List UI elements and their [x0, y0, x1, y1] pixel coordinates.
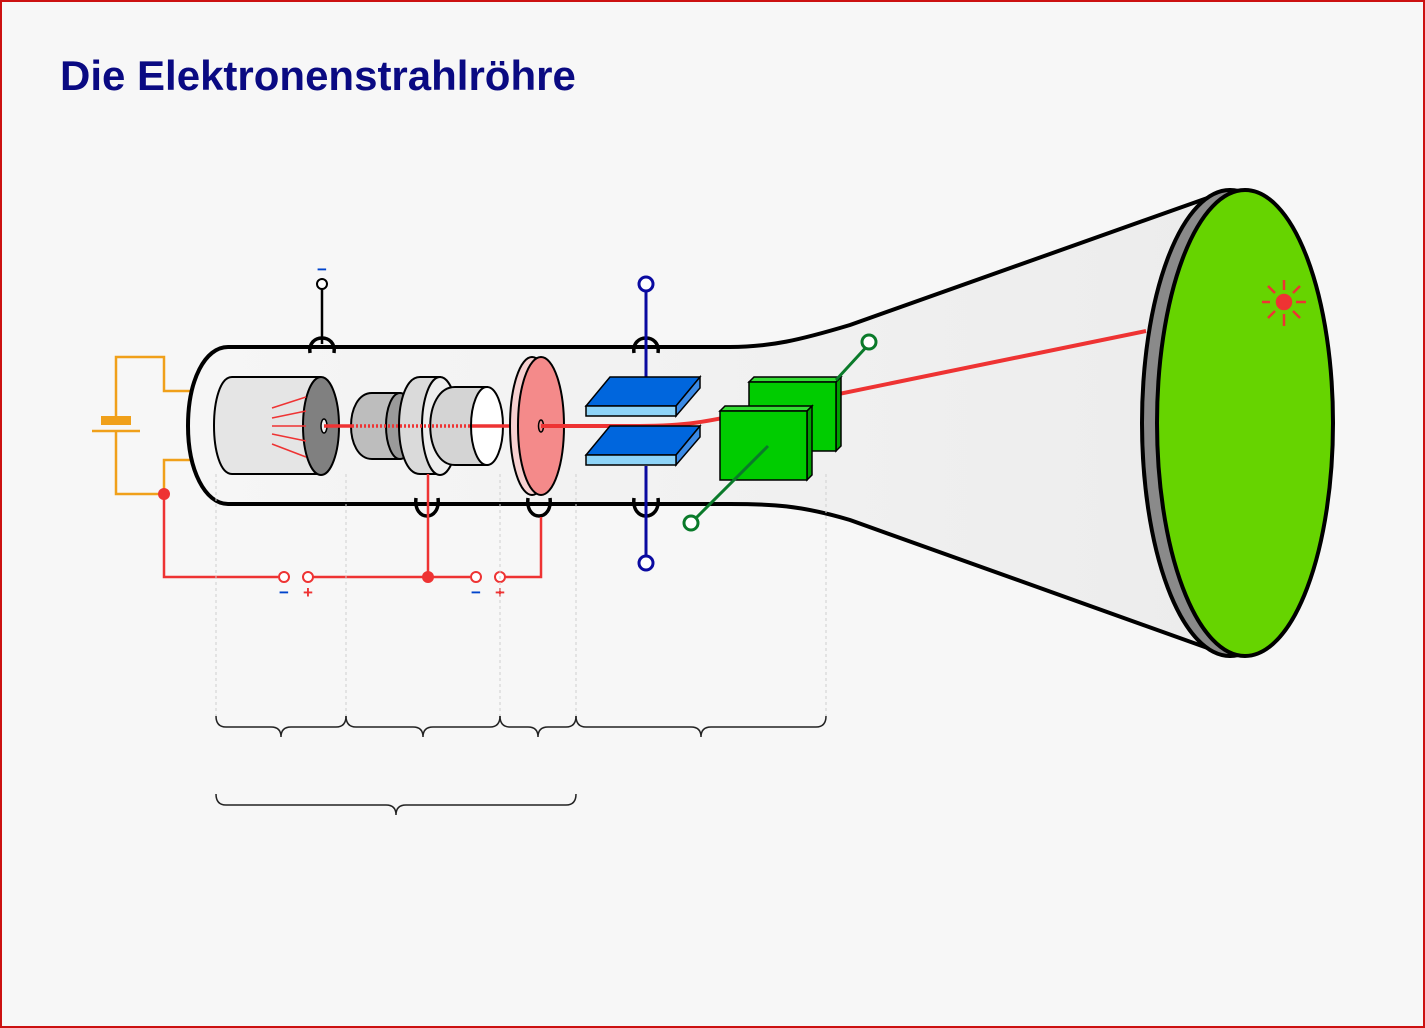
cathode-minus-label: −: [317, 260, 327, 279]
cathode-terminal: [316, 278, 328, 344]
x-deflection-circuit: [682, 333, 878, 532]
brace-focusing: [345, 715, 501, 738]
supply-2-plus-label: +: [495, 583, 505, 602]
cathode-cylinder: [213, 376, 340, 476]
section-guide-lines: [215, 474, 827, 718]
y-deflection-plates: [584, 374, 702, 468]
accelerating-voltage-circuit: [162, 474, 543, 579]
brace-electron-gun: [215, 793, 577, 816]
supply-2-minus-label: −: [471, 583, 481, 602]
brace-anode: [499, 715, 577, 738]
fluorescent-screen: [1140, 188, 1335, 658]
brace-cathode: [215, 715, 347, 738]
light-spot-icon: [1262, 280, 1306, 326]
tube-glass: [186, 188, 1232, 658]
emission-lines: [271, 396, 307, 458]
brace-deflection: [575, 715, 827, 738]
supply-1-plus-label: +: [303, 583, 313, 602]
section-braces: [215, 715, 827, 816]
page-title: Die Elektronenstrahlröhre: [60, 52, 576, 99]
y-deflection-circuit: [637, 275, 655, 572]
battery-icon: [92, 416, 140, 433]
x-deflection-plates: [718, 341, 872, 482]
supply-1-minus-label: −: [279, 583, 289, 602]
